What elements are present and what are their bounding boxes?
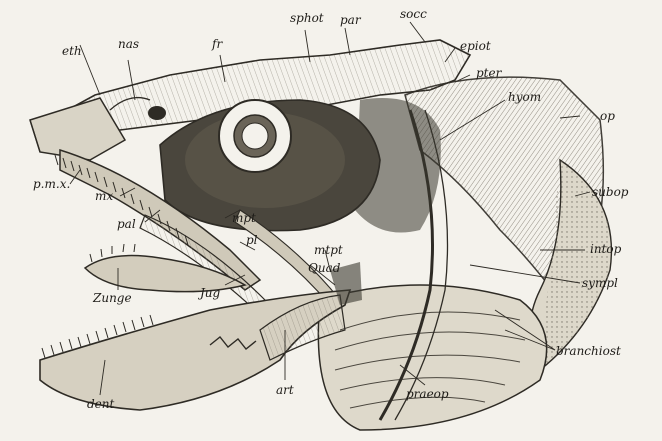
label-jug: Jug (200, 287, 220, 299)
label-pter: pter (476, 67, 501, 79)
label-par: par (340, 14, 361, 26)
branchiostegal-area (318, 285, 546, 430)
label-op: op (600, 110, 615, 122)
label-praeop: praeop (406, 388, 449, 400)
label-subop: subop (592, 186, 628, 198)
label-mpt: mpt (232, 212, 256, 224)
label-dent: dent (87, 398, 114, 410)
label-art: art (276, 384, 294, 396)
label-pal: pal (117, 218, 136, 230)
label-quad: Quad (308, 262, 340, 274)
label-zunge: Zunge (93, 292, 132, 304)
label-eth: eth (62, 45, 82, 57)
label-branchiost: branchiost (556, 345, 621, 357)
label-epiot: epiot (460, 40, 491, 52)
label-sphot: sphot (290, 12, 324, 24)
label-sympl: sympl (582, 277, 618, 289)
label-pmx: p.m.x. (33, 178, 70, 190)
label-nas: nas (118, 38, 139, 50)
label-pl: pl (246, 234, 258, 246)
label-mx: mx (95, 190, 113, 202)
label-intop: intop (590, 243, 621, 255)
label-fr: fr (212, 38, 222, 50)
label-mtpt: mtpt (314, 244, 343, 256)
label-socc: socc (400, 8, 427, 20)
eye-pupil (242, 123, 268, 149)
label-hyom: hyom (508, 91, 541, 103)
